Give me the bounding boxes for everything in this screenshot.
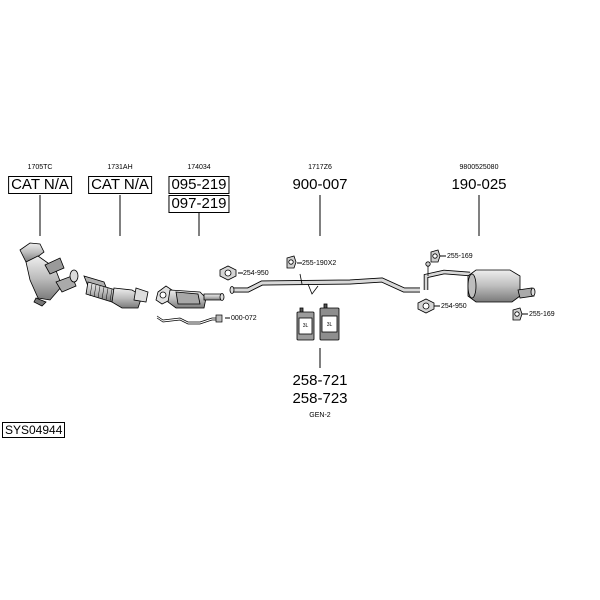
- mount-rear-right-label[interactable]: 255-169: [529, 311, 555, 318]
- catalyst-2-part[interactable]: [83, 275, 149, 309]
- oem-ref-filter: 174034: [187, 164, 211, 171]
- diagram-code: SYS04944: [2, 422, 66, 438]
- sensor-part[interactable]: [156, 314, 223, 325]
- mount-mid-label[interactable]: 255-190X2: [302, 260, 337, 267]
- gasket-rear-part[interactable]: [417, 298, 435, 314]
- particulate-filter-part[interactable]: [155, 285, 225, 309]
- rear-silencer-part[interactable]: [423, 261, 536, 303]
- additive-label-b[interactable]: 258-723: [292, 390, 348, 407]
- mid-pipe-label[interactable]: 900-007: [292, 176, 348, 193]
- cat2-label[interactable]: CAT N/A: [88, 176, 152, 194]
- mount-mid-part[interactable]: [286, 255, 297, 269]
- additive-label-a[interactable]: 258-721: [292, 372, 348, 389]
- additive-bottle-1[interactable]: [296, 307, 315, 341]
- mount-rear-right-part[interactable]: [512, 307, 523, 321]
- mount-rear-top-label[interactable]: 255-169: [447, 253, 473, 260]
- oem-ref-rear: 9800525080: [459, 164, 499, 171]
- oem-ref-mid: 1717Z6: [308, 164, 332, 171]
- filter-label-a[interactable]: 095-219: [168, 176, 230, 194]
- sensor-label[interactable]: 000-072: [231, 315, 257, 322]
- gasket-front-label[interactable]: 254-950: [243, 270, 269, 277]
- leader-lines: [39, 195, 528, 368]
- middle-pipe-part[interactable]: [229, 273, 420, 295]
- mount-rear-top-part[interactable]: [430, 249, 441, 263]
- catalyst-1-part[interactable]: [19, 242, 79, 307]
- oem-ref-cat2: 1731AH: [107, 164, 133, 171]
- filter-label-b[interactable]: 097-219: [168, 195, 230, 213]
- bottle-1-volume: 3L: [302, 323, 309, 329]
- bottle-2-volume: 3L: [326, 322, 333, 328]
- gasket-rear-label[interactable]: 254-950: [441, 303, 467, 310]
- oem-ref-cat1: 1705TC: [27, 164, 53, 171]
- additive-note: GEN-2: [309, 412, 331, 419]
- rear-silencer-label[interactable]: 190-025: [451, 176, 507, 193]
- gasket-front-part[interactable]: [219, 265, 237, 281]
- additive-bottle-2[interactable]: [319, 303, 340, 341]
- cat1-label[interactable]: CAT N/A: [8, 176, 72, 194]
